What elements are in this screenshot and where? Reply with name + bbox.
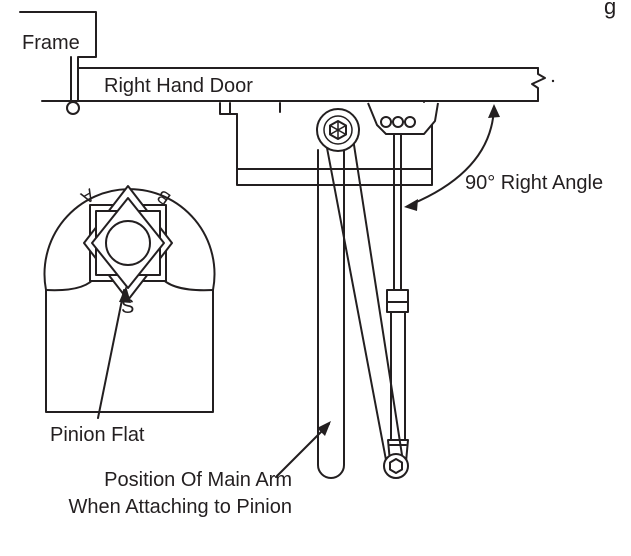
- door-label: Right Hand Door: [104, 75, 253, 97]
- pinion-detail-left-shoulder: [45, 275, 97, 292]
- angle-callout: 90° Right Angle: [404, 104, 603, 211]
- angle-arrowhead-bottom: [404, 199, 418, 211]
- main-arm-vertical-outline: [317, 149, 345, 479]
- main-arm-label-line1: Position Of Main Arm: [104, 469, 292, 491]
- forearm-rod: [386, 133, 409, 463]
- frame-callout: Frame: [19, 11, 97, 115]
- pinion-spindle: [105, 220, 151, 266]
- pinion-detail-right-shoulder: [159, 275, 214, 292]
- bracket-screw-left: [380, 116, 392, 128]
- frame-hinge-pivot: [66, 101, 80, 115]
- pinion-mark-b: B: [153, 186, 174, 209]
- forearm-adjust-nut-bottom: [386, 301, 409, 313]
- main-arm-diag-left: [323, 131, 387, 461]
- pinion-detail-housing: [43, 188, 216, 413]
- angle-arrowhead-top: [488, 104, 500, 118]
- frame-callout-box: [19, 11, 97, 101]
- forearm-adjust-nut-top: [386, 289, 409, 303]
- main-arm-label-line2: When Attaching to Pinion: [69, 496, 292, 518]
- pinion-hub-inner: [323, 115, 353, 145]
- pinion-flat-label: Pinion Flat: [50, 424, 145, 446]
- door: Right Hand Door: [41, 67, 555, 102]
- closer-left-flange: [219, 102, 238, 115]
- angle-arc: [411, 106, 495, 205]
- main-arm-callout: Position Of Main Arm When Attaching to P…: [69, 421, 331, 518]
- door-break-dot: [551, 79, 555, 83]
- main-arm-arrowhead: [317, 421, 331, 436]
- angle-label: 90° Right Angle: [465, 172, 603, 194]
- cropped-heading-glyph: g: [604, 0, 616, 19]
- door-break-mark: [531, 67, 546, 102]
- pinion-hex-crosshair: [329, 121, 347, 139]
- bracket-screw-right: [404, 116, 416, 128]
- main-arm-diag-right: [351, 131, 403, 456]
- pinion-flat-leader: [97, 289, 125, 419]
- elbow-hex-nut: [389, 458, 403, 474]
- main-arm-leader: [275, 423, 330, 478]
- main-arm-attach-position: [316, 108, 360, 479]
- bracket-plate: [367, 102, 439, 135]
- pinion-detail: A B S Pinion Flat: [43, 185, 216, 446]
- bracket-screw-center: [392, 116, 404, 128]
- main-arm-diagonal: [323, 131, 409, 479]
- frame-label: Frame: [22, 32, 80, 54]
- pinion-flat-arrowhead: [119, 286, 131, 303]
- arm-bracket: [367, 102, 439, 135]
